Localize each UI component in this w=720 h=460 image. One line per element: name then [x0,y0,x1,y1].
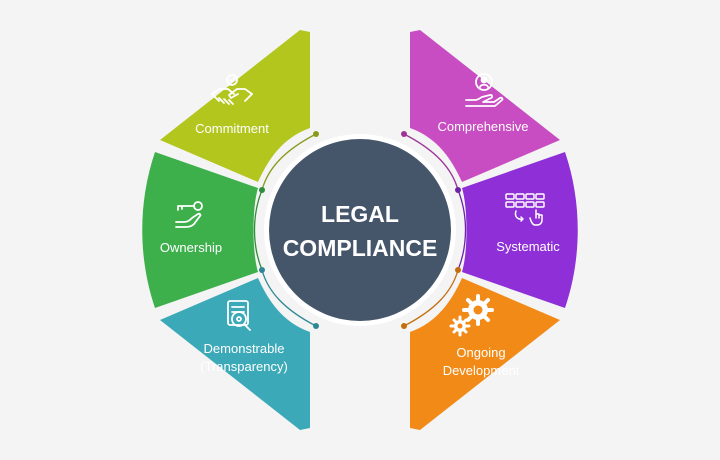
person-hand-icon [465,73,504,107]
segment-systematic-shape [462,152,578,308]
segment-ongoing-development: Ongoing Development [410,278,560,430]
segment-commitment-label: Commitment [195,121,269,136]
center-hub: LEGAL COMPLIANCE [264,134,456,326]
center-title-line1: LEGAL [321,201,399,227]
segment-demonstrable: Demonstrable (Transparency) [160,278,310,430]
grid-pointer-icon [505,193,545,226]
center-circle [269,139,451,321]
segment-ongoing-label-line1: Ongoing [456,345,505,360]
segment-demonstrable-shape [160,278,310,430]
segment-ownership-label: Ownership [160,240,222,255]
segment-ongoing-label-line2: Development [443,363,520,378]
segment-comprehensive: Comprehensive [410,30,560,182]
segment-systematic: Systematic [462,152,578,308]
segment-ownership-shape [142,152,258,308]
segment-comprehensive-label: Comprehensive [437,119,528,134]
center-title-line2: COMPLIANCE [283,235,438,261]
gears-icon [449,294,494,337]
key-hand-icon [175,201,203,228]
document-eye-icon [227,300,251,331]
segment-demonstrable-label-line2: (Transparency) [200,359,288,374]
left-connector-arcs [253,131,319,329]
right-connector-arcs [401,131,467,329]
segment-commitment-shape [160,30,310,182]
handshake-icon [211,74,253,105]
segment-systematic-label: Systematic [496,239,560,254]
segment-demonstrable-label-line1: Demonstrable [204,341,285,356]
segment-commitment: Commitment [160,30,310,182]
segment-ownership: Ownership [142,152,258,308]
segment-ongoing-shape [410,278,560,430]
